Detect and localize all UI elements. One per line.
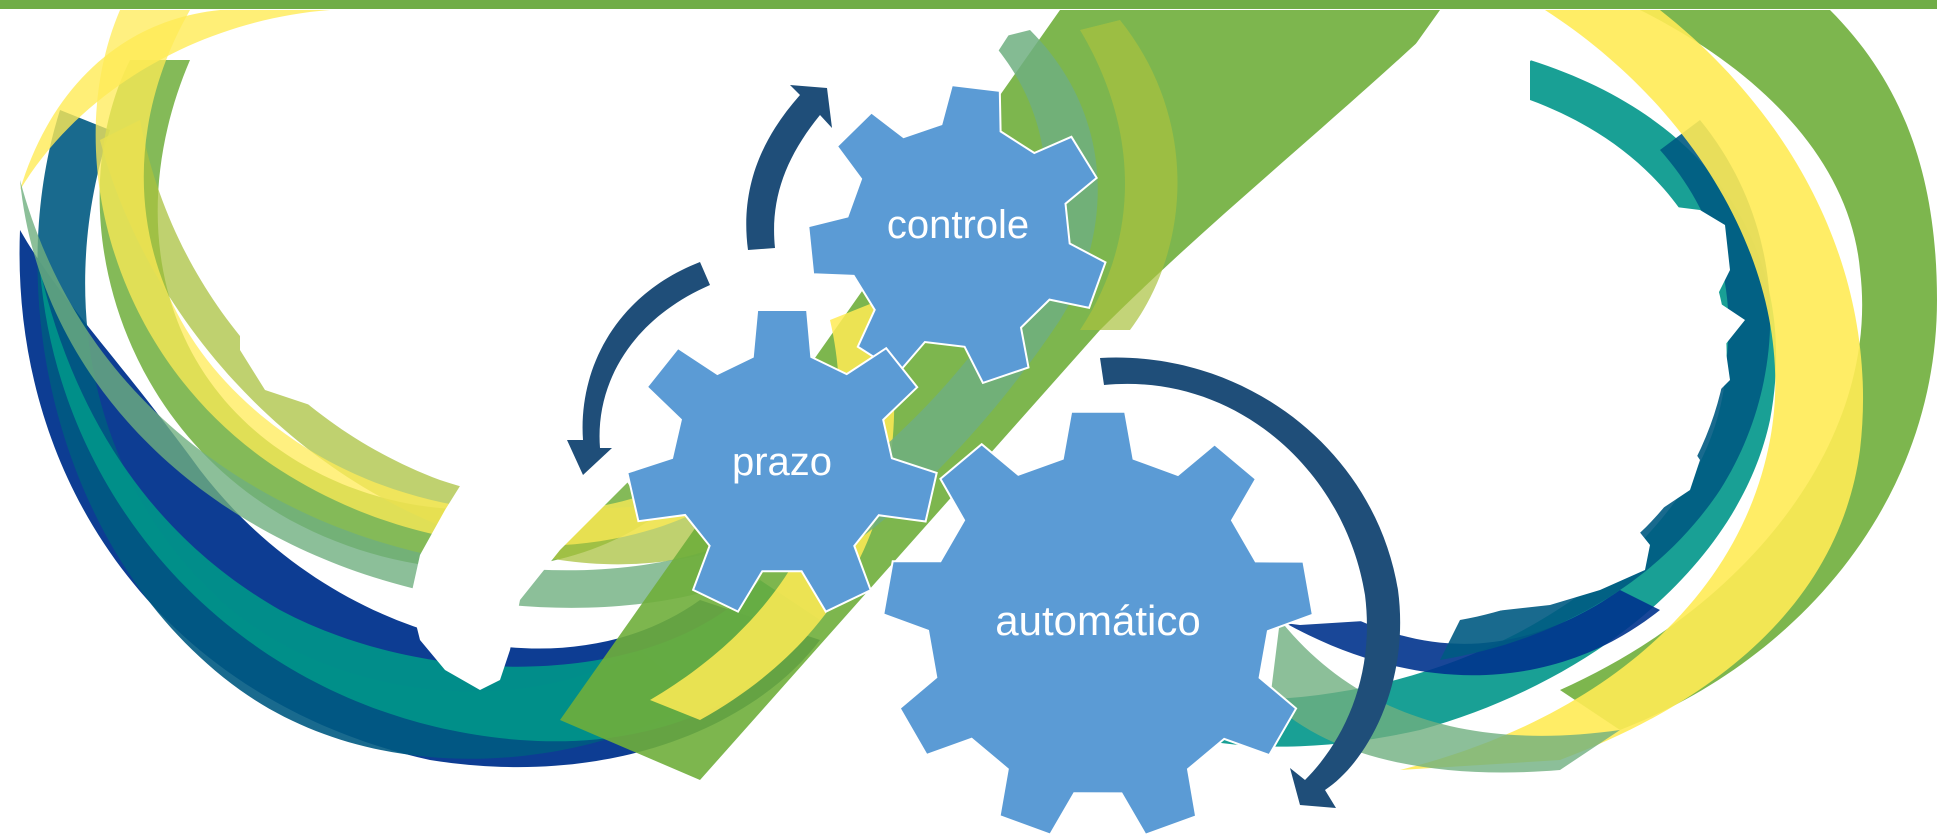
right-band-petrol xyxy=(1440,120,1771,660)
gear-label-controle: controle xyxy=(887,203,1029,247)
left-band-teal xyxy=(40,270,820,742)
curved-arrow-icon-left xyxy=(567,262,710,475)
gear-label-prazo: prazo xyxy=(732,440,832,484)
left-band-yellow xyxy=(20,10,330,190)
arrows xyxy=(567,85,1401,808)
right-band-yellow xyxy=(1400,10,1864,770)
left-band-yellow-2 xyxy=(95,10,721,546)
curved-arrow-icon-top xyxy=(746,85,832,250)
top-bar xyxy=(0,0,1937,9)
gear-layer xyxy=(626,84,1314,835)
diagonal-band-olive xyxy=(1080,20,1178,330)
gear-icon-prazo xyxy=(626,309,938,613)
right-band-green xyxy=(1560,10,1937,730)
left-band-green xyxy=(99,60,650,569)
thumbs-down-icon xyxy=(230,10,1025,690)
gear-label-automatico: automático xyxy=(995,597,1200,644)
gear-icon-controle xyxy=(807,84,1107,385)
curved-arrow-icon-right xyxy=(1100,357,1401,808)
